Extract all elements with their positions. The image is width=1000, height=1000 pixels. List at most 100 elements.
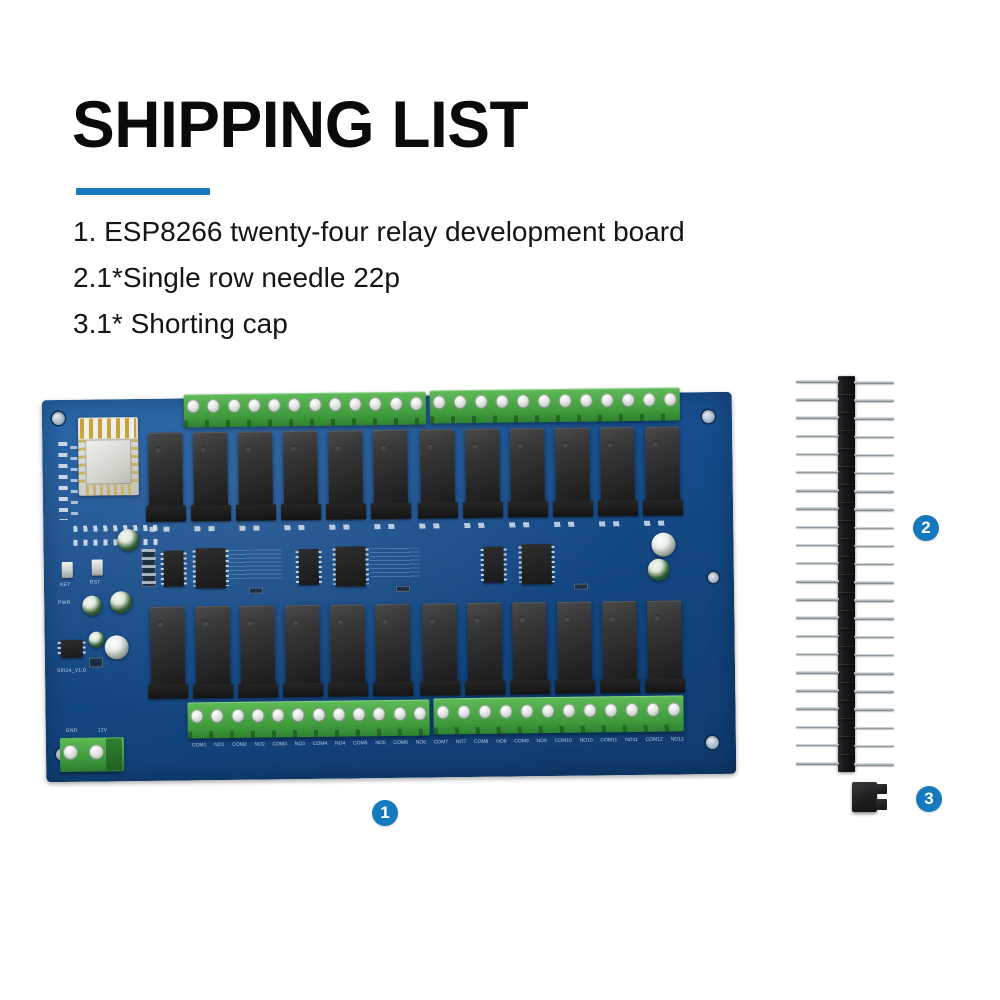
header-pin — [854, 417, 894, 420]
terminal-screw[interactable] — [393, 707, 406, 721]
module-pads-bottom — [86, 484, 132, 496]
terminal-screw[interactable] — [312, 708, 325, 722]
terminal-screw[interactable] — [231, 709, 244, 723]
relay-base — [283, 683, 323, 697]
mounting-hole — [52, 412, 65, 425]
terminal-label: NO4 — [335, 741, 345, 747]
terminal-screw[interactable] — [664, 392, 677, 406]
terminal-screw[interactable] — [625, 703, 638, 717]
terminal-screw[interactable] — [604, 703, 617, 717]
terminal-screw[interactable] — [580, 393, 593, 407]
terminal-screw[interactable] — [457, 705, 470, 719]
relay-base — [555, 679, 595, 693]
mounting-hole — [708, 572, 719, 583]
terminal-screw[interactable] — [538, 394, 551, 408]
terminal-screw[interactable] — [207, 399, 220, 413]
electrolytic-capacitor — [105, 635, 129, 659]
terminal-screw[interactable] — [349, 397, 362, 411]
terminal-screw[interactable] — [478, 705, 491, 719]
terminal-screw[interactable] — [541, 704, 554, 718]
terminal-screw[interactable] — [369, 397, 382, 411]
terminal-screw[interactable] — [190, 709, 203, 723]
terminal-label: NO10 — [580, 738, 593, 744]
terminal-screw[interactable] — [251, 709, 264, 723]
header-pin — [854, 454, 894, 457]
header-plastic-strip — [838, 376, 855, 772]
terminal-screw[interactable] — [308, 398, 321, 412]
terminal-screw[interactable] — [413, 707, 426, 721]
key-button[interactable] — [62, 562, 73, 578]
terminal-screw[interactable] — [499, 705, 512, 719]
terminal-screw[interactable] — [583, 703, 596, 717]
electrolytic-capacitor — [648, 559, 670, 581]
terminal-label: COM7 — [434, 739, 449, 745]
relay-base — [326, 503, 366, 519]
terminal-screw[interactable] — [496, 395, 509, 409]
relay-base — [191, 505, 231, 521]
header-pin — [796, 744, 839, 747]
terminal-screw[interactable] — [559, 394, 572, 408]
relay-base — [238, 683, 278, 697]
relay — [422, 603, 457, 683]
list-item: 3.1* Shorting cap — [73, 310, 893, 338]
terminal-screws — [433, 391, 677, 410]
terminal-screw[interactable] — [288, 398, 301, 412]
terminal-screw[interactable] — [329, 398, 342, 412]
relay — [557, 602, 592, 682]
terminal-screw[interactable] — [667, 702, 680, 716]
terminal-screw[interactable] — [517, 394, 530, 408]
terminal-screw[interactable] — [475, 395, 488, 409]
inductor — [89, 631, 105, 647]
terminal-screw[interactable] — [373, 707, 386, 721]
terminal-screw[interactable] — [211, 709, 224, 723]
title-underline-rule — [76, 188, 210, 195]
list-item: 1. ESP8266 twenty-four relay development… — [73, 218, 893, 246]
relay — [510, 428, 545, 503]
power-terminal-screw[interactable] — [63, 744, 78, 759]
jumper-body — [852, 782, 877, 812]
power-terminal-screw[interactable] — [89, 744, 104, 759]
header-pin — [796, 453, 839, 456]
page-title: SHIPPING LIST — [72, 91, 528, 157]
terminal-screw[interactable] — [601, 393, 614, 407]
terminal-screw[interactable] — [410, 397, 423, 411]
terminal-label: COM8 — [474, 739, 489, 745]
terminal-screw[interactable] — [454, 395, 467, 409]
terminal-screw[interactable] — [562, 704, 575, 718]
header-pin — [796, 380, 839, 383]
relay — [512, 602, 547, 682]
reset-button[interactable] — [92, 559, 103, 575]
relay — [420, 429, 455, 504]
header-pin — [854, 654, 894, 657]
terminal-screw[interactable] — [436, 705, 449, 719]
header-pin — [796, 598, 839, 601]
terminal-screw[interactable] — [247, 399, 260, 413]
terminal-screw[interactable] — [389, 397, 402, 411]
terminal-label: COM5 — [353, 740, 368, 746]
terminal-screw[interactable] — [187, 399, 200, 413]
smd-component — [396, 586, 410, 592]
terminal-screw[interactable] — [433, 395, 446, 409]
terminal-screw[interactable] — [272, 708, 285, 722]
relay — [238, 431, 273, 506]
relay-base — [373, 682, 413, 696]
terminal-screw[interactable] — [268, 398, 281, 412]
relay-base — [328, 682, 368, 696]
terminal-screw[interactable] — [227, 399, 240, 413]
header-pin — [854, 672, 894, 675]
terminal-screw[interactable] — [353, 707, 366, 721]
shipping-list: 1. ESP8266 twenty-four relay development… — [73, 218, 893, 356]
relay — [328, 430, 363, 505]
relay — [600, 427, 635, 502]
terminal-screw[interactable] — [622, 393, 635, 407]
terminal-screw[interactable] — [643, 393, 656, 407]
terminal-screw[interactable] — [332, 708, 345, 722]
terminal-screw[interactable] — [646, 703, 659, 717]
regulator-ic — [61, 640, 83, 658]
header-pin — [796, 762, 839, 765]
ic-chip — [484, 547, 504, 583]
relay-base — [146, 505, 186, 521]
terminal-screw[interactable] — [520, 704, 533, 718]
terminal-screw[interactable] — [292, 708, 305, 722]
